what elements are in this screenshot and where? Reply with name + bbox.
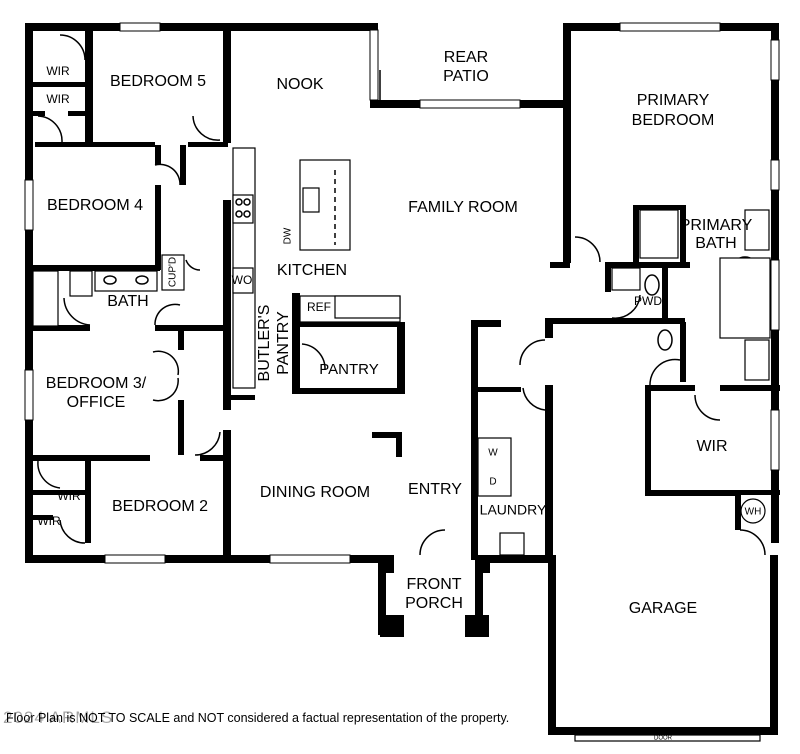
porch-posts	[380, 555, 490, 637]
front-porch-label-line2: PORCH	[405, 595, 463, 612]
windows	[24, 22, 780, 564]
wir-bedroom5-label: WIR	[46, 64, 70, 78]
disclaimer-text: Floor Plan is NOT TO SCALE and NOT consi…	[6, 711, 510, 725]
water-heater-label: WH	[745, 507, 762, 518]
wir-bedroom2-label: WIR	[37, 514, 61, 528]
wir-bedroom4-label: WIR	[46, 92, 70, 106]
primary-bath-label-line1: PRIMARY	[680, 217, 753, 234]
interior-walls	[25, 23, 780, 635]
dryer-label: D	[489, 477, 496, 488]
wir-primary-label: WIR	[696, 438, 727, 455]
entry-label: ENTRY	[408, 481, 462, 498]
bath-label: BATH	[107, 293, 148, 310]
dishwasher-label: DW	[283, 227, 294, 244]
refrigerator-label: REF	[307, 300, 331, 314]
copyright-watermark: 2024 ARMLS	[3, 708, 114, 727]
cupboard-label: CUP'D	[168, 257, 179, 287]
rear-patio-label-line1: REAR	[444, 49, 488, 66]
washer-label: W	[488, 448, 498, 459]
dining-room-label: DINING ROOM	[260, 484, 370, 501]
garage-door-label: DOOR	[654, 736, 673, 742]
butlers-pantry-label-line2: PANTRY	[275, 311, 292, 375]
laundry-label: LAUNDRY	[480, 502, 547, 518]
room-labels: WIR BEDROOM 5 WIR NOOK REAR PATIO PRIMAR…	[37, 49, 761, 741]
rear-patio-label-line2: PATIO	[443, 68, 489, 85]
nook-label: NOOK	[276, 76, 323, 93]
bedroom3-label-line2: OFFICE	[67, 394, 126, 411]
front-porch-label-line1: FRONT	[406, 576, 461, 593]
bedroom5-label: BEDROOM 5	[110, 73, 206, 90]
family-room-label: FAMILY ROOM	[408, 199, 518, 216]
primary-bedroom-label-line1: PRIMARY	[637, 92, 710, 109]
garage-label: GARAGE	[629, 600, 697, 617]
pantry-label: PANTRY	[319, 361, 378, 378]
wall-oven-label: WO	[232, 273, 253, 287]
bedroom4-label: BEDROOM 4	[47, 197, 143, 214]
wir-bedroom3-label: WIR	[57, 489, 81, 503]
butlers-pantry-label-line1: BUTLER'S	[256, 305, 273, 382]
door-swings	[37, 34, 766, 556]
primary-bedroom-label-line2: BEDROOM	[632, 112, 715, 129]
bedroom2-label: BEDROOM 2	[112, 498, 208, 515]
kitchen-label: KITCHEN	[277, 262, 347, 279]
bedroom3-label-line1: BEDROOM 3/	[46, 375, 147, 392]
fixtures	[32, 147, 771, 742]
primary-bath-label-line2: BATH	[695, 235, 736, 252]
powder-room-label: PWD	[634, 294, 662, 308]
